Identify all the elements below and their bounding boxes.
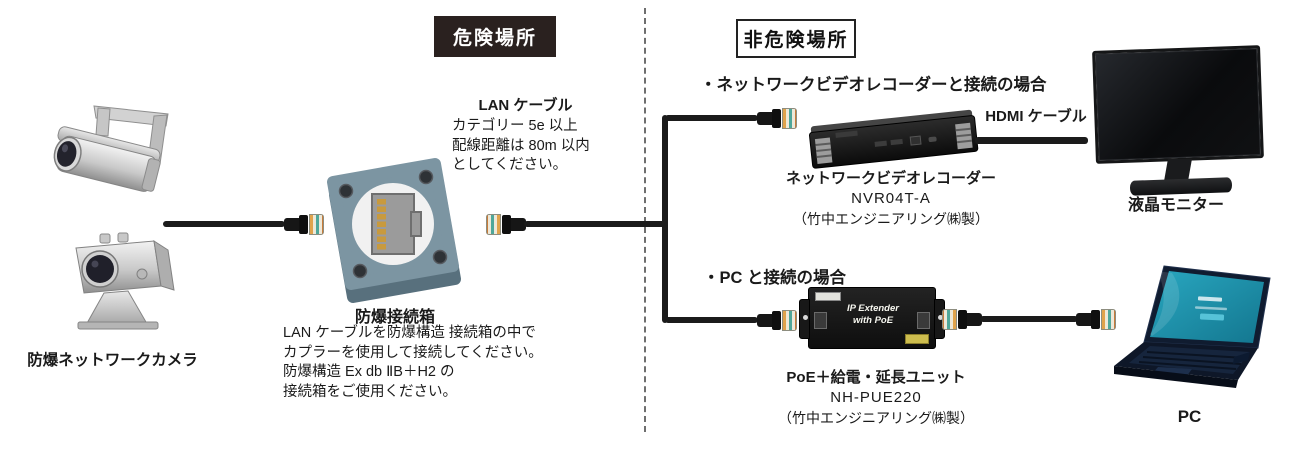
- poe-to-pc-cable: [980, 316, 1078, 322]
- poe-mounting-flange: [799, 299, 810, 339]
- hdmi-cable-line: [975, 137, 1088, 144]
- nvr-name: ネットワークビデオレコーダー: [785, 170, 996, 187]
- lan-cable-note-line: カテゴリー 5e 以上: [452, 118, 578, 134]
- pc-label: PC: [1177, 407, 1202, 426]
- junction-box-note-line: 防爆構造 Ex db ⅡB＋H2 の: [283, 364, 455, 380]
- branch-vertical-cable: [662, 115, 668, 323]
- lan-cable-note-line: 配線距離は 80m 以内: [452, 137, 590, 154]
- poe-device-text-line1: IP Extender: [847, 303, 899, 314]
- junction-box-note-line: 接続箱をご使用ください。: [283, 383, 457, 400]
- monitor-label: 液晶モニター: [1127, 197, 1224, 214]
- rj45-connector: [486, 213, 526, 235]
- pc-branch-cable: [665, 317, 758, 323]
- monitor-screen: [1092, 45, 1264, 164]
- nvr-manufacturer: （竹中エンジニアリング㈱製）: [793, 211, 989, 227]
- nvr-device-image: [808, 109, 979, 169]
- non-hazardous-area-label: 非危険場所: [736, 19, 856, 58]
- rj45-connector: [942, 308, 982, 330]
- poe-manufacturer: （竹中エンジニアリング㈱製）: [778, 410, 974, 426]
- camera-to-junction-cable: [163, 221, 285, 227]
- lcd-monitor-image: [1090, 44, 1266, 196]
- poe-lan-port: [917, 312, 930, 329]
- hdmi-cable-label: HDMI ケーブル: [985, 108, 1087, 125]
- nvr-branch-heading: ・ネットワークビデオレコーダーと接続の場合: [700, 76, 1047, 94]
- nvr-caption: ネットワークビデオレコーダー NVR04T-A （竹中エンジニアリング㈱製）: [778, 167, 1004, 229]
- junction-box-note: LAN ケーブルを防爆構造 接続箱の中で カプラーを使用して接続してください。 …: [283, 324, 563, 402]
- box-camera-image: [75, 232, 175, 330]
- hazardous-area-label: 危険場所: [434, 16, 556, 57]
- poe-model: NH-PUE220: [830, 389, 922, 406]
- rj45-connector: [284, 213, 324, 235]
- poe-name: PoE＋給電・延長ユニット: [786, 369, 966, 386]
- poe-top-label: [815, 292, 841, 301]
- rj45-connector: [757, 107, 797, 129]
- lan-cable-note-line: としてください。: [452, 157, 568, 173]
- lan-cable-note: カテゴリー 5e 以上 配線距離は 80m 以内 としてください。: [452, 117, 627, 176]
- lan-cable-title: LAN ケーブル: [478, 97, 573, 114]
- nvr-branch-cable: [665, 115, 758, 121]
- poe-yellow-label: [905, 334, 929, 344]
- rj45-connector: [1076, 308, 1116, 330]
- bullet-camera-image: [53, 105, 169, 192]
- laptop-pc-image: [1114, 265, 1271, 388]
- monitor-stand-neck: [1164, 159, 1192, 181]
- junction-box-note-line: LAN ケーブルを防爆構造 接続箱の中で: [283, 325, 536, 341]
- junction-box-title: 防爆接続箱: [354, 309, 435, 326]
- pc-branch-heading: ・PC と接続の場合: [703, 269, 847, 287]
- junction-box-image: [327, 158, 461, 303]
- poe-extender-device: IP Extender with PoE: [799, 287, 945, 349]
- junction-box-note-line: カプラーを使用して接続してください。: [283, 344, 543, 361]
- poe-lan-port: [814, 312, 827, 329]
- poe-device-text-line2: with PoE: [852, 315, 894, 326]
- poe-device-text: IP Extender with PoE: [833, 303, 913, 327]
- rj45-connector: [757, 309, 797, 331]
- poe-caption: PoE＋給電・延長ユニット NH-PUE220 （竹中エンジニアリング㈱製）: [765, 366, 987, 428]
- junction-to-branch-cable: [524, 221, 666, 227]
- nvr-model: NVR04T-A: [851, 190, 931, 207]
- camera-label: 防爆ネットワークカメラ: [27, 352, 198, 369]
- zone-divider-dashed-line: [644, 8, 646, 432]
